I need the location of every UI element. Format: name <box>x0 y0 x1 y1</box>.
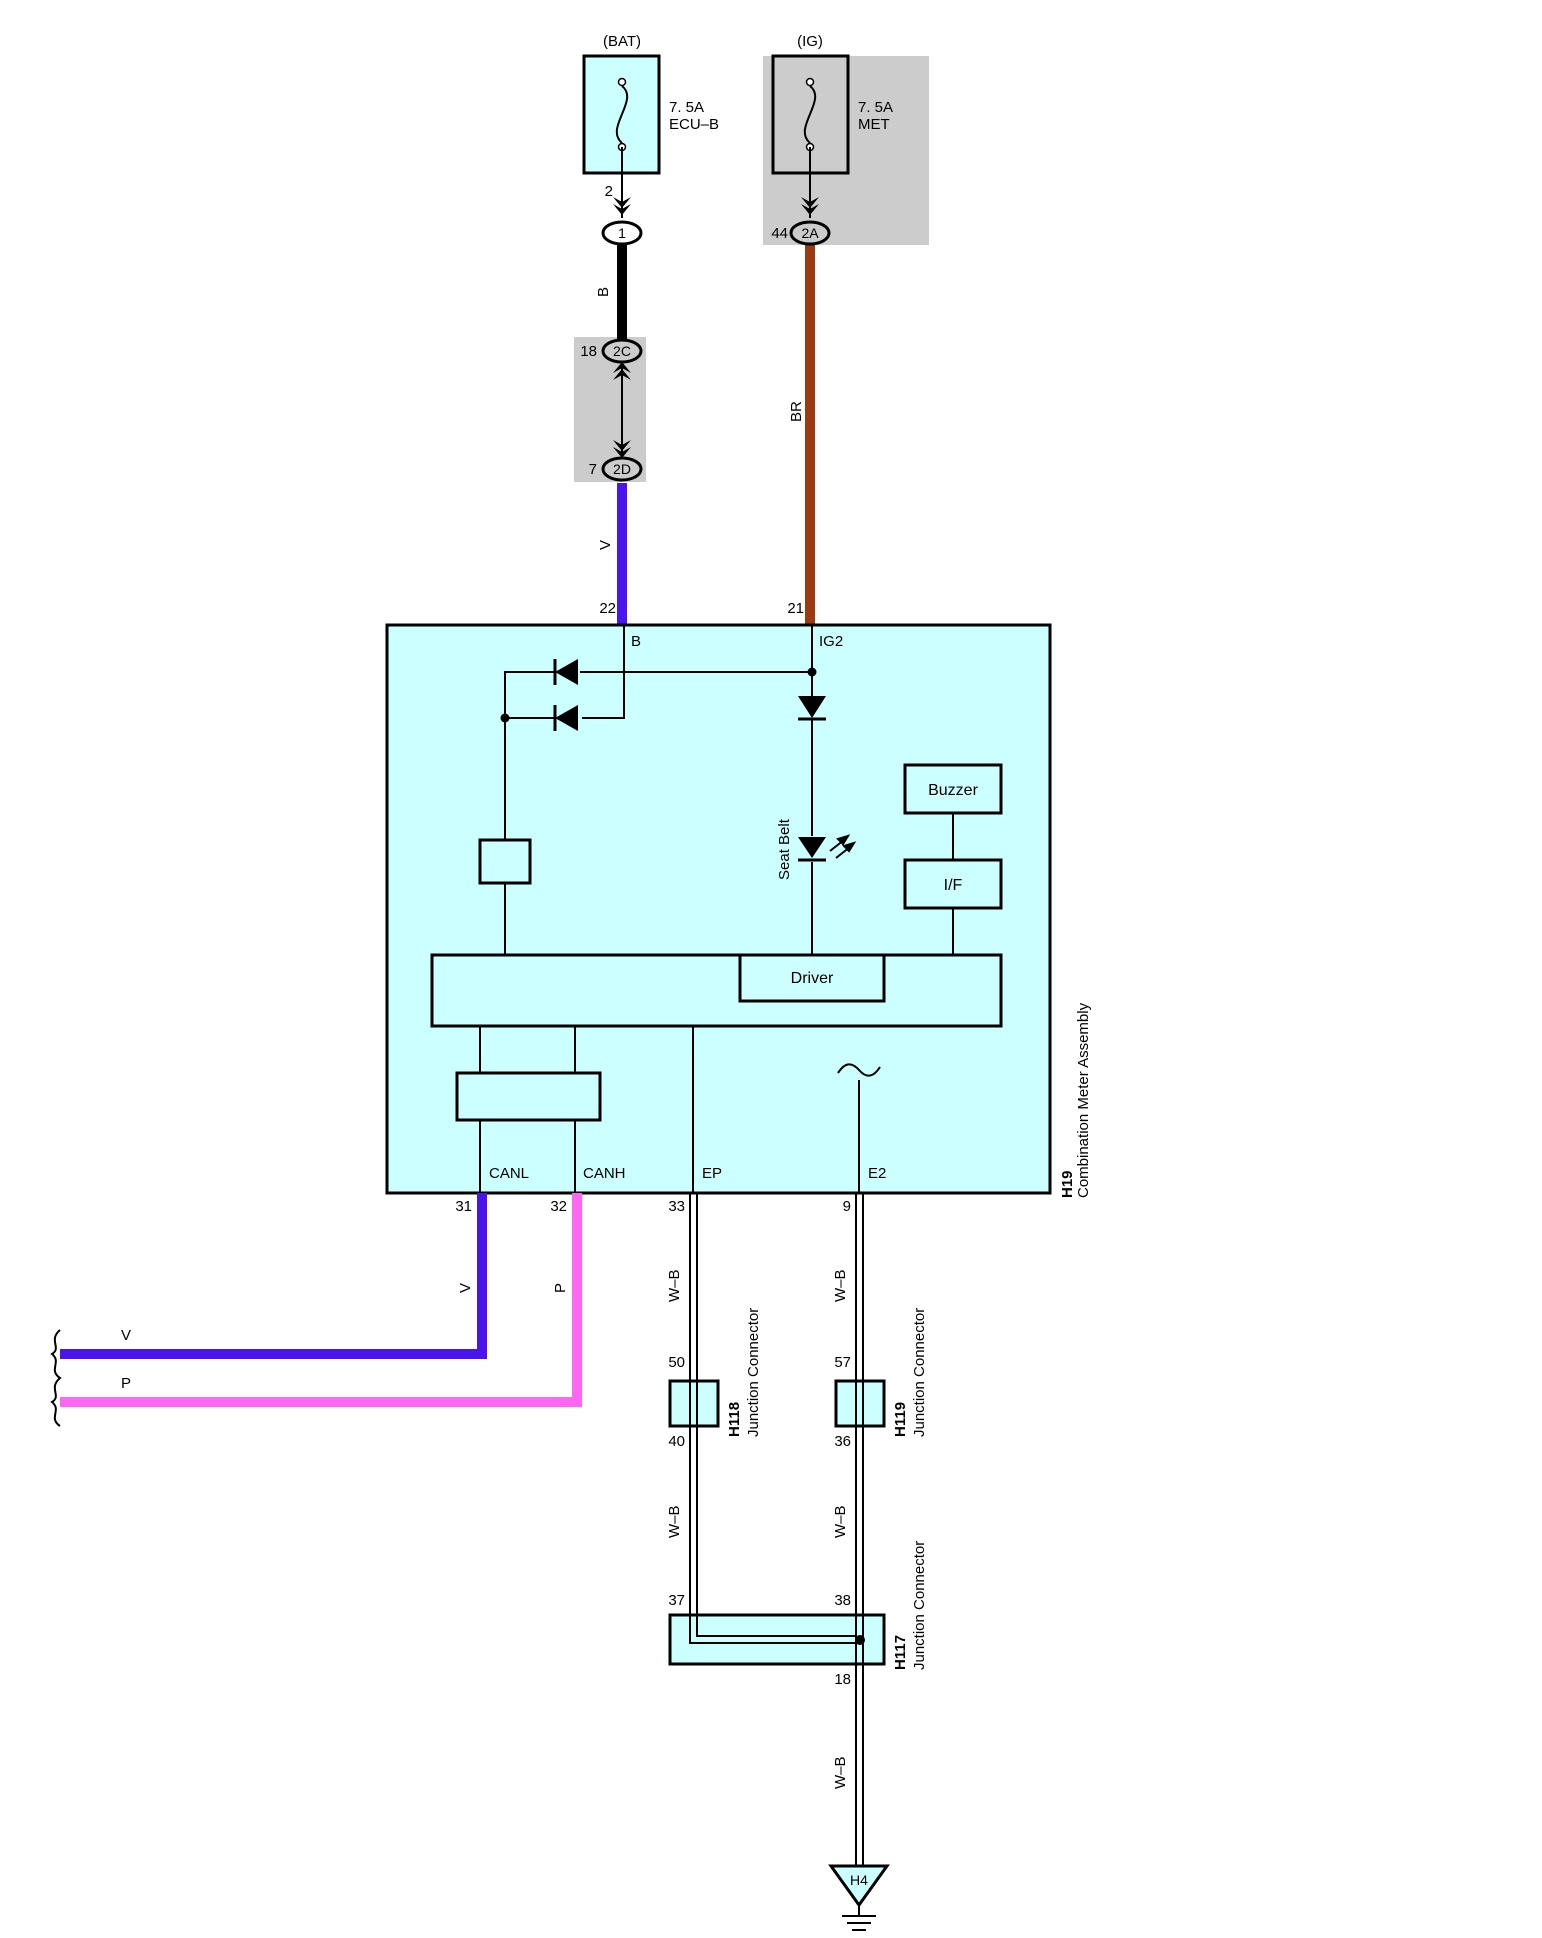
svg-text:H119: H119 <box>892 1402 909 1437</box>
driver-box <box>738 953 886 1003</box>
wire-p-can-high <box>60 1193 582 1407</box>
meter-pin-ig2-name: IG2 <box>819 633 843 650</box>
svg-text:18: 18 <box>834 1671 851 1688</box>
interface-box <box>903 858 1003 910</box>
ig-supply-label: (IG) <box>797 33 823 50</box>
meter-logic-block <box>430 953 1003 1028</box>
svg-text:Junction Connector: Junction Connector <box>911 1308 928 1437</box>
svg-text:H117: H117 <box>892 1635 909 1670</box>
wire-p-bus-label: P <box>121 1375 131 1392</box>
wire-wb-label-4: W–B <box>832 1505 849 1538</box>
svg-text:2D: 2D <box>613 461 631 477</box>
connector-2c: 2C 18 <box>580 338 643 364</box>
svg-text:37: 37 <box>668 1592 685 1609</box>
svg-text:36: 36 <box>834 1433 851 1450</box>
fuse-met-name: MET <box>858 116 890 133</box>
pin-canh-num: 32 <box>550 1198 567 1215</box>
pin-canh-name: CANH <box>583 1165 626 1182</box>
diode-lower <box>555 705 578 731</box>
junction-h118: 50 40 H118 Junction Connector <box>668 1308 762 1450</box>
meter-name: Combination Meter Assembly <box>1075 1002 1092 1198</box>
svg-text:50: 50 <box>668 1354 685 1371</box>
wire-wb-label-5: W–B <box>832 1756 849 1789</box>
meter-small-box <box>478 838 532 885</box>
wire-v-label-top: V <box>597 540 614 550</box>
svg-text:18: 18 <box>580 343 597 360</box>
svg-text:H118: H118 <box>726 1402 743 1437</box>
diode-upper <box>555 659 578 685</box>
pin-canl-num: 31 <box>455 1198 472 1215</box>
junction-h117: 37 38 18 H117 Junction Connector <box>668 1541 928 1688</box>
connector-2a: 2A <box>789 220 831 246</box>
fuse-ecu-b-rating: 7. 5A <box>669 99 704 116</box>
fuse-ecu-b: (BAT) 7. 5A ECU–B <box>582 33 719 175</box>
svg-text:H4: H4 <box>850 1872 868 1888</box>
pin-ep-name: EP <box>702 1165 722 1182</box>
wire-wb-label-1: W–B <box>666 1269 683 1302</box>
ac-symbol <box>837 1063 881 1077</box>
wire-break-symbol <box>50 1329 62 1427</box>
ground-h4: H4 <box>828 1864 890 1931</box>
meter-code: H19 <box>1059 1170 1076 1198</box>
pin-e2-num: 9 <box>843 1198 851 1215</box>
svg-text:57: 57 <box>834 1354 851 1371</box>
seat-belt-led <box>798 837 826 858</box>
combination-meter-assembly: 22 21 B IG2 <box>385 600 1092 1198</box>
fuse-ecu-b-name: ECU–B <box>669 116 719 133</box>
wire-wb-label-2: W–B <box>832 1269 849 1302</box>
wire-p-can-label: P <box>552 1283 569 1293</box>
wire-b-label: B <box>595 287 612 297</box>
wire-br-label: BR <box>788 401 805 422</box>
fuse-met-pin: 44 <box>771 225 788 242</box>
interface-label: I/F <box>944 877 963 894</box>
diode-ig2 <box>798 696 826 718</box>
meter-pin-ig2-num: 21 <box>787 600 804 617</box>
pin-ep-num: 33 <box>668 1198 685 1215</box>
wire-wb-ep <box>689 1193 698 1615</box>
meter-pin-b-name: B <box>631 633 641 650</box>
svg-text:38: 38 <box>834 1592 851 1609</box>
driver-label: Driver <box>791 970 834 987</box>
svg-text:7: 7 <box>589 461 597 478</box>
pin-canl-name: CANL <box>489 1165 529 1182</box>
can-transceiver-box <box>455 1071 602 1122</box>
svg-text:40: 40 <box>668 1433 685 1450</box>
fuse-ecu-b-pin: 2 <box>605 183 613 200</box>
svg-text:2A: 2A <box>801 225 819 241</box>
wire-wb-label-3: W–B <box>666 1505 683 1538</box>
svg-text:Junction Connector: Junction Connector <box>911 1541 928 1670</box>
wire-v-can-label: V <box>457 1283 474 1293</box>
junction-h119: 57 36 H119 Junction Connector <box>834 1308 928 1450</box>
connector-2d: 2D 7 <box>589 456 643 482</box>
meter-pin-b-num: 22 <box>599 600 616 617</box>
fuse-met-rating: 7. 5A <box>858 99 893 116</box>
svg-text:2C: 2C <box>613 343 631 359</box>
svg-text:Junction Connector: Junction Connector <box>745 1308 762 1437</box>
pin-e2-name: E2 <box>868 1165 886 1182</box>
wire-wb-e2 <box>855 1193 864 1866</box>
wire-v-bus-label: V <box>121 1327 131 1344</box>
seat-belt-label: Seat Belt <box>776 818 793 880</box>
svg-text:1: 1 <box>618 225 626 241</box>
bat-supply-label: (BAT) <box>603 33 641 50</box>
connector-1: 1 <box>601 220 643 246</box>
buzzer-label: Buzzer <box>928 782 978 799</box>
wire-v-can-low <box>60 1193 487 1359</box>
